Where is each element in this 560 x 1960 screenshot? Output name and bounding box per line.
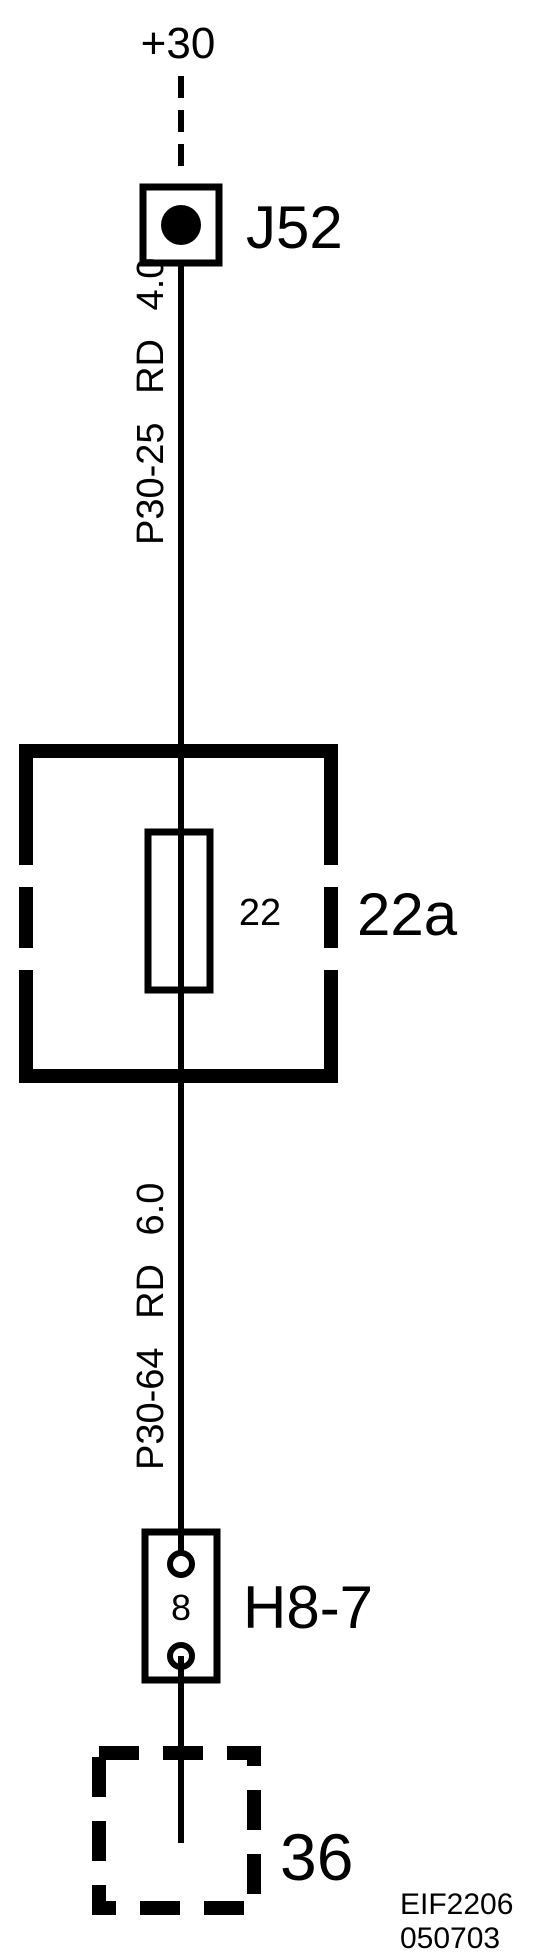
- wire-lower-label: P30-64 RD 6.0: [130, 1183, 172, 1470]
- fuse-number: 22: [239, 892, 281, 934]
- fuse-box-label: 22a: [357, 881, 458, 948]
- connector-h8-7-pin-number: 8: [171, 1587, 191, 1628]
- wire-lower-circuit: P30-64: [130, 1347, 172, 1470]
- connector-j52-label: J52: [246, 194, 343, 261]
- wire-upper-size: 4.0: [130, 258, 172, 311]
- figure-id: EIF2206: [400, 1888, 513, 1921]
- wire-upper-circuit: P30-25: [130, 422, 172, 545]
- connector-j52-pin: [161, 205, 201, 245]
- connector-h8-7-pin-top: [167, 1550, 195, 1578]
- reference-block-36: [92, 1746, 261, 1915]
- wire-upper-label: P30-25 RD 4.0: [130, 258, 172, 545]
- fuse-box-22a: [19, 744, 338, 1083]
- wire-lower-size: 6.0: [130, 1183, 172, 1236]
- reference-block-label: 36: [280, 1820, 353, 1894]
- wire-upper-color: RD: [130, 339, 172, 394]
- wire-lower-color: RD: [130, 1264, 172, 1319]
- connector-h8-7-label: H8-7: [243, 1574, 373, 1641]
- figure-date: 050703: [400, 1922, 500, 1955]
- supply-label: +30: [141, 19, 216, 68]
